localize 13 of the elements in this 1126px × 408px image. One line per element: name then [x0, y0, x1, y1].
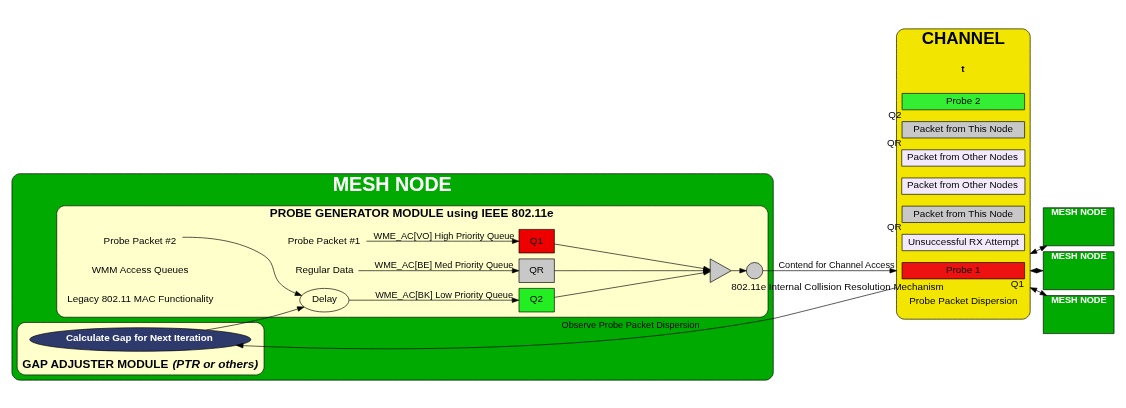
label: Probe Packet Dispersion [909, 294, 1018, 306]
node-text: Probe Packet #2 [103, 233, 177, 245]
node-text: Regular Data [295, 263, 354, 275]
node-text: Probe Packet #1 [287, 233, 361, 245]
edge-label: WME_AC[BK] Low Priority Queue [375, 289, 514, 300]
label: t [961, 62, 965, 74]
node-label: Q1 [1010, 277, 1024, 289]
edge-label: WME_AC[BE] Med Priority Queue [374, 259, 514, 270]
edge-label: Observe Probe Packet Dispersion [561, 319, 700, 330]
edge-label: Contend for Channel Access [778, 259, 895, 270]
label: Legacy 802.11 MAC Functionality [67, 292, 214, 304]
label: WMM Access Queues [91, 263, 189, 275]
edge-label: WME_AC[VO] High Priority Queue [373, 230, 515, 241]
